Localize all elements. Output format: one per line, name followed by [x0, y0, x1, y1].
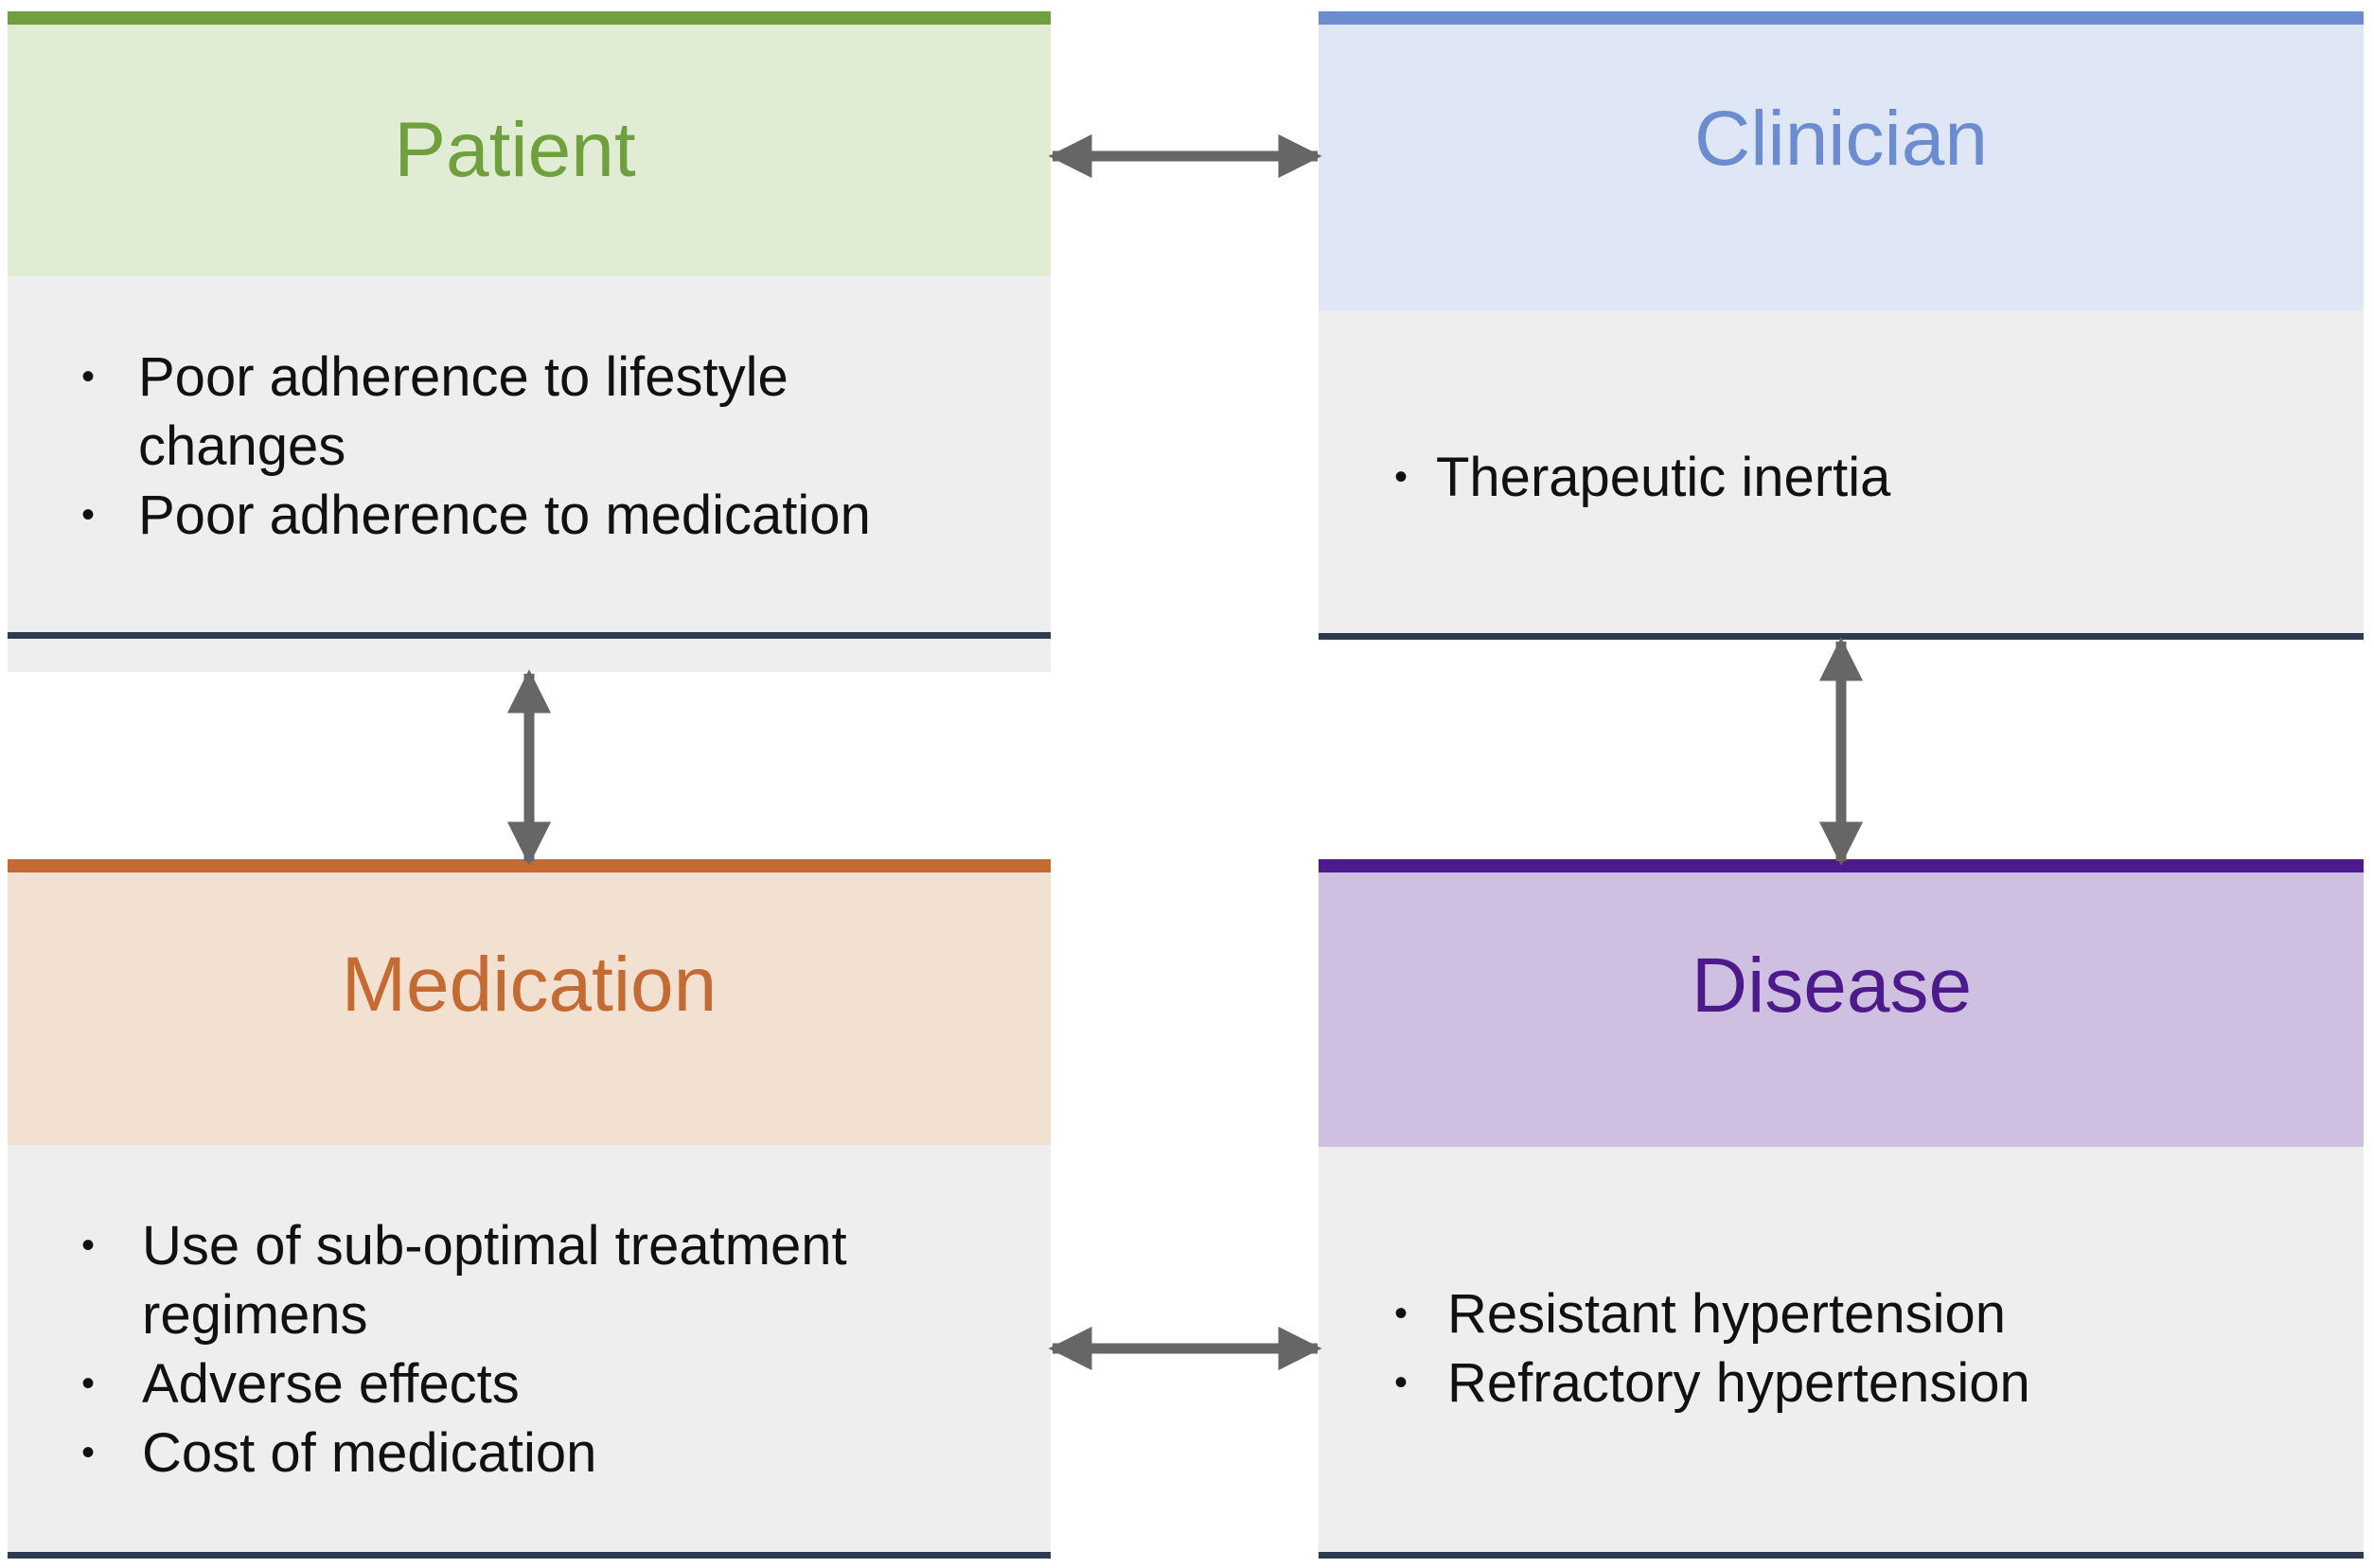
disease-body: • Resistant hypertension • Refractory hy…	[1319, 1147, 2364, 1552]
patient-bottom-bar	[8, 632, 1051, 639]
disease-bottom-bar	[1319, 1552, 2364, 1559]
medication-item-list: • Use of sub-optimal treatment regimens …	[81, 1211, 994, 1488]
disease-item-list: • Resistant hypertension • Refractory hy…	[1394, 1279, 2337, 1418]
medication-item-2: Adverse effects	[142, 1353, 520, 1415]
patient-body: • Poor adherence to lifestyle changes • …	[8, 276, 1051, 644]
disease-box: Disease • Resistant hypertension • Refra…	[1319, 859, 2364, 1560]
bullet-icon: •	[81, 1363, 96, 1404]
list-item: • Poor adherence to lifestyle changes	[81, 343, 990, 481]
bullet-icon: •	[1394, 456, 1408, 498]
list-item: • Therapeutic inertia	[1394, 443, 2326, 512]
disease-top-bar	[1319, 859, 2364, 872]
medication-box: Medication • Use of sub-optimal treatmen…	[8, 859, 1051, 1560]
list-item: • Resistant hypertension	[1394, 1279, 2337, 1348]
disease-item-1: Resistant hypertension	[1447, 1283, 2006, 1345]
list-item: • Refractory hypertension	[1394, 1348, 2337, 1418]
medication-item-1: Use of sub-optimal treatment regimens	[142, 1215, 847, 1346]
patient-top-bar	[8, 11, 1051, 25]
bullet-icon: •	[81, 1432, 96, 1473]
bullet-icon: •	[1394, 1362, 1408, 1403]
clinician-item-list: • Therapeutic inertia	[1394, 443, 2326, 512]
clinician-bottom-bar	[1319, 633, 2364, 640]
patient-header: Patient	[8, 25, 1051, 276]
clinician-body: • Therapeutic inertia	[1319, 310, 2364, 633]
disease-header: Disease	[1319, 872, 2364, 1147]
disease-item-2: Refractory hypertension	[1447, 1352, 2030, 1414]
medication-top-bar	[8, 859, 1051, 872]
medication-header: Medication	[8, 872, 1051, 1145]
disease-title: Disease	[1691, 943, 1973, 1029]
patient-footer-strip	[8, 639, 1051, 672]
list-item: • Cost of medication	[81, 1418, 994, 1488]
patient-item-1: Poor adherence to lifestyle changes	[138, 346, 788, 477]
clinician-box: Clinician • Therapeutic inertia	[1319, 11, 2364, 641]
clinician-header: Clinician	[1319, 25, 2364, 310]
bullet-icon: •	[1394, 1293, 1408, 1334]
patient-item-list: • Poor adherence to lifestyle changes • …	[81, 343, 990, 550]
bullet-icon: •	[81, 1224, 96, 1266]
medication-item-3: Cost of medication	[142, 1422, 597, 1484]
bullet-icon: •	[81, 356, 96, 397]
medication-title: Medication	[341, 942, 718, 1028]
bullet-icon: •	[81, 494, 96, 536]
medication-bottom-bar	[8, 1552, 1051, 1559]
clinician-item-1: Therapeutic inertia	[1436, 447, 1891, 508]
list-item: • Use of sub-optimal treatment regimens	[81, 1211, 994, 1349]
list-item: • Poor adherence to medication	[81, 481, 990, 550]
patient-item-2: Poor adherence to medication	[138, 484, 871, 546]
medication-body: • Use of sub-optimal treatment regimens …	[8, 1145, 1051, 1552]
patient-title: Patient	[394, 107, 636, 193]
list-item: • Adverse effects	[81, 1349, 994, 1418]
clinician-title: Clinician	[1694, 96, 1988, 182]
patient-box: Patient • Poor adherence to lifestyle ch…	[8, 11, 1051, 672]
clinician-top-bar	[1319, 11, 2364, 25]
